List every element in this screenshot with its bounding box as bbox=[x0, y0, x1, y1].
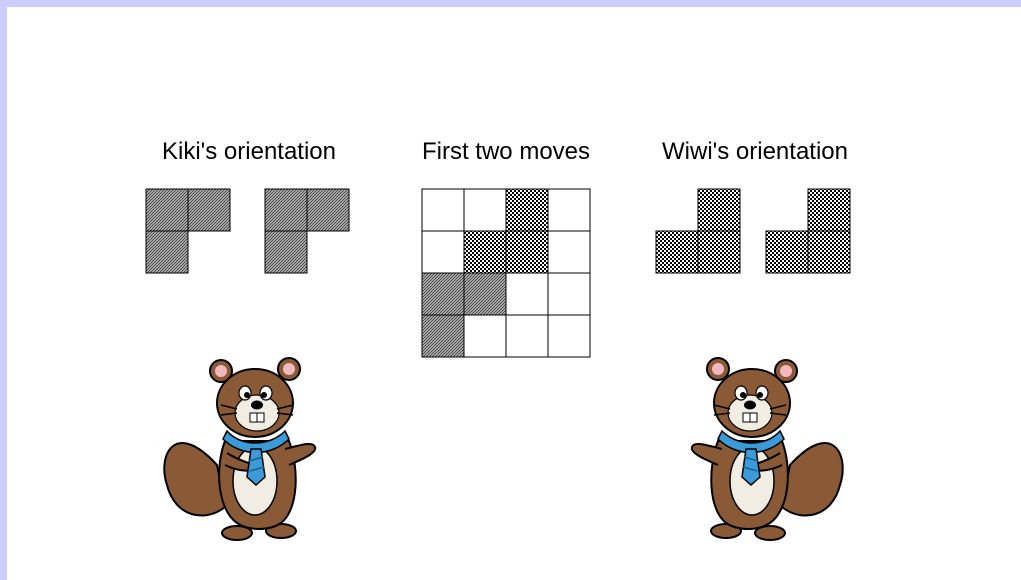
wiwi-piece-cell bbox=[698, 231, 740, 273]
board-cell-empty bbox=[548, 315, 590, 357]
board-cell-kiki bbox=[464, 273, 506, 315]
board-cell-empty bbox=[506, 273, 548, 315]
wiwi-piece-orientation-2 bbox=[766, 189, 850, 273]
wiwi-piece-cell bbox=[808, 189, 850, 231]
kiki-piece-cell bbox=[265, 189, 307, 231]
board-cell-empty bbox=[422, 189, 464, 231]
beaver-kiki-illustration bbox=[164, 358, 315, 540]
kiki-piece-cell bbox=[146, 231, 188, 273]
wiwi-piece-orientation-1 bbox=[656, 189, 740, 273]
kiki-piece-cell bbox=[307, 189, 349, 231]
board-cell-empty bbox=[464, 315, 506, 357]
kiki-piece-cell bbox=[188, 189, 230, 231]
beaver-wiwi-illustration bbox=[692, 358, 843, 540]
board-cell-kiki bbox=[422, 315, 464, 357]
kiki-piece-orientation-2 bbox=[265, 189, 349, 273]
wiwi-piece-cell bbox=[698, 189, 740, 231]
board-cell-kiki bbox=[422, 273, 464, 315]
board-cell-empty bbox=[548, 231, 590, 273]
kiki-piece-cell bbox=[146, 189, 188, 231]
kiki-piece-cell bbox=[265, 231, 307, 273]
board-cell-empty bbox=[548, 189, 590, 231]
board-cell-empty bbox=[506, 315, 548, 357]
board-cell-wiwi bbox=[464, 231, 506, 273]
kiki-piece-orientation-1 bbox=[146, 189, 230, 273]
wiwi-piece-cell bbox=[766, 231, 808, 273]
board-cell-wiwi bbox=[506, 189, 548, 231]
wiwi-piece-cell bbox=[656, 231, 698, 273]
game-board bbox=[422, 189, 590, 357]
board-cell-empty bbox=[422, 231, 464, 273]
board-cell-wiwi bbox=[506, 231, 548, 273]
board-cell-empty bbox=[464, 189, 506, 231]
wiwi-piece-cell bbox=[808, 231, 850, 273]
board-cell-empty bbox=[548, 273, 590, 315]
